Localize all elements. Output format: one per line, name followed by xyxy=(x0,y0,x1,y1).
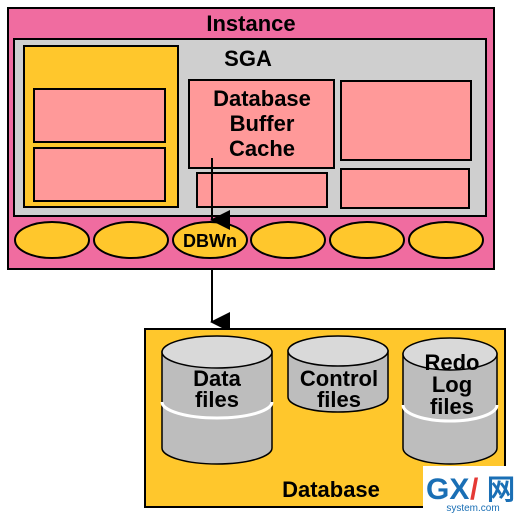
control-files-cylinder: Control files xyxy=(287,335,389,413)
database-buffer-cache: Database Buffer Cache xyxy=(188,79,335,169)
memory-block xyxy=(196,172,328,208)
database-title: Database xyxy=(282,477,380,502)
watermark-gx: GX xyxy=(426,473,469,506)
sga-box: SGA Database Buffer Cache xyxy=(13,38,487,217)
buffer-cache-label-line1: Database xyxy=(213,86,311,111)
process-oval xyxy=(93,221,169,259)
watermark-domain: system.com xyxy=(446,503,499,514)
memory-block xyxy=(33,88,166,143)
sga-title: SGA xyxy=(224,46,272,71)
process-oval xyxy=(250,221,326,259)
memory-block xyxy=(340,168,470,209)
data-files-label-line1: Data xyxy=(193,366,241,391)
process-oval xyxy=(14,221,90,259)
buffer-cache-label-line2: Buffer xyxy=(230,111,295,136)
watermark-logo: GX / 网 system.com xyxy=(423,466,524,514)
control-files-label-line1: Control xyxy=(300,366,378,391)
instance-title: Instance xyxy=(206,11,295,36)
watermark-wang: 网 xyxy=(487,474,515,505)
control-files-label-line2: files xyxy=(317,387,361,412)
data-files-cylinder: Data files xyxy=(160,335,274,465)
redo-log-files-cylinder: Redo Log files xyxy=(401,337,499,465)
dbwn-label: DBWn xyxy=(183,231,237,251)
process-oval xyxy=(408,221,484,259)
redo-files-label-line2: Log xyxy=(432,372,472,397)
buffer-cache-label-line3: Cache xyxy=(229,136,295,161)
data-files-label-line2: files xyxy=(195,387,239,412)
background-processes: DBWn xyxy=(14,221,484,259)
shared-pool-area xyxy=(23,45,179,208)
memory-block xyxy=(340,80,472,161)
redo-files-label-line1: Redo xyxy=(425,350,480,375)
redo-files-label-line3: files xyxy=(430,394,474,419)
process-oval xyxy=(329,221,405,259)
memory-block xyxy=(33,147,166,202)
watermark-slash: / xyxy=(470,473,479,506)
